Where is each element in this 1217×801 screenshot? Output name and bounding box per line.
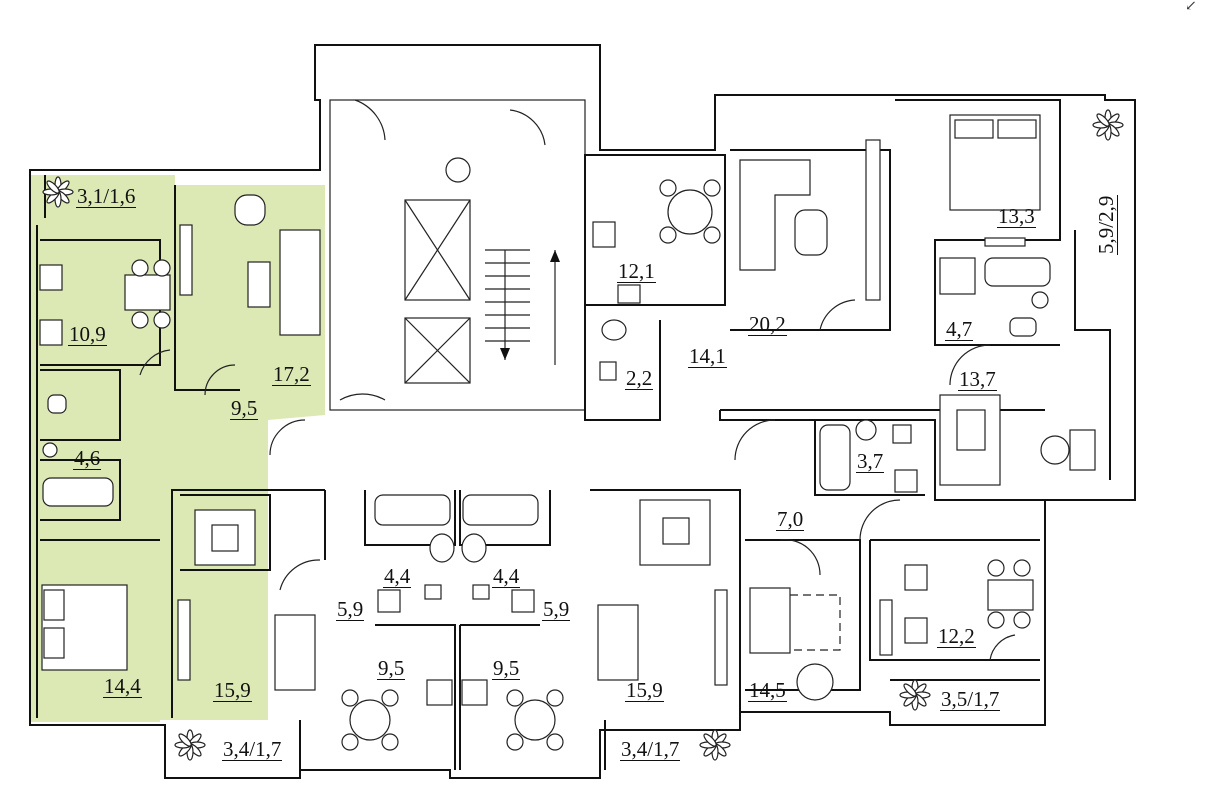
plant-icon — [174, 729, 206, 761]
room-area-label: 20,2 — [748, 312, 787, 336]
room-area-label: 14,5 — [748, 678, 787, 702]
room-area-label: 3,4/1,7 — [620, 737, 681, 761]
balcony-plant-icons — [42, 109, 1124, 761]
room-area-label: 3,5/1,7 — [940, 687, 1001, 711]
room-area-label: 4,6 — [73, 446, 102, 470]
room-area-label: 9,5 — [377, 656, 406, 680]
compass-mark: ↙ — [1185, 0, 1197, 14]
staircase-core — [329, 99, 586, 411]
furniture — [39, 114, 1096, 751]
room-area-label: 4,4 — [492, 564, 521, 588]
room-area-label: 13,7 — [958, 367, 997, 391]
inner-wall-contour — [36, 175, 606, 770]
room-area-label: 15,9 — [213, 678, 252, 702]
room-area-label: 9,5 — [230, 396, 259, 420]
room-area-label: 4,4 — [383, 564, 412, 588]
room-area-label: 13,3 — [997, 204, 1036, 228]
plant-icon — [42, 176, 74, 208]
room-area-label: 17,2 — [272, 362, 311, 386]
room-area-label: 14,1 — [688, 344, 727, 368]
room-area-label: 2,2 — [625, 366, 654, 390]
plant-icon — [1092, 109, 1124, 141]
room-area-label: 12,1 — [617, 259, 656, 283]
doors — [139, 99, 1016, 661]
room-area-label: 7,0 — [776, 507, 805, 531]
room-area-label: 15,9 — [625, 678, 664, 702]
room-area-label: 3,7 — [856, 449, 885, 473]
room-area-label: 12,2 — [937, 624, 976, 648]
room-area-label: 14,4 — [103, 674, 142, 698]
room-area-label: 9,5 — [492, 656, 521, 680]
room-area-label: 5,9 — [542, 597, 571, 621]
room-area-label: 4,7 — [945, 317, 974, 341]
room-area-label: 3,4/1,7 — [222, 737, 283, 761]
room-area-label: 5,9 — [336, 597, 365, 621]
plant-icon — [899, 679, 931, 711]
plant-icon — [699, 729, 731, 761]
outer-wall — [29, 44, 1136, 779]
room-area-label: 10,9 — [68, 322, 107, 346]
room-area-label: 5,9/2,9 — [1094, 194, 1118, 255]
room-area-label: 3,1/1,6 — [76, 184, 137, 208]
